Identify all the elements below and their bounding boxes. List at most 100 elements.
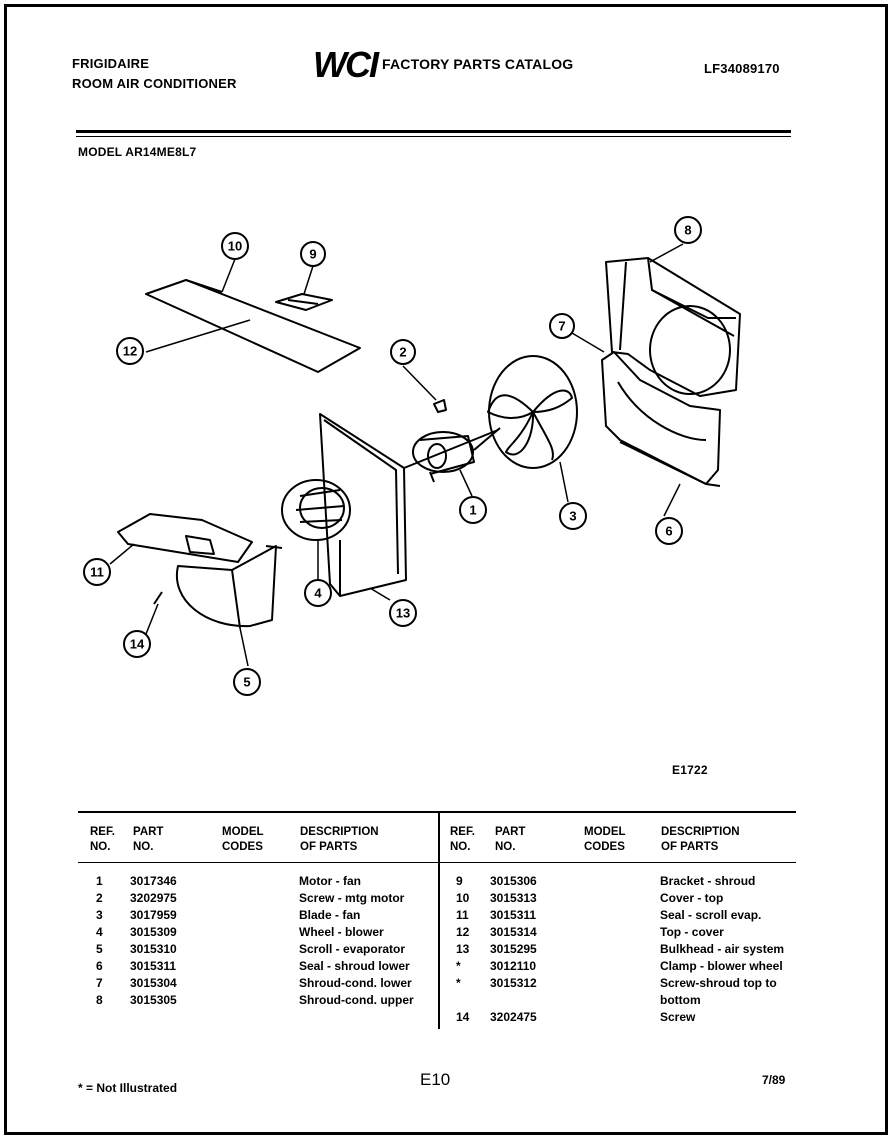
callout-4: 4 xyxy=(314,586,322,601)
part-fan-motor xyxy=(412,431,474,473)
brand-name: FRIGIDAIRE xyxy=(72,56,150,71)
table-row: 10 3015313 Cover - top xyxy=(0,890,896,907)
table-row: 7 3015304 Shroud-cond. lower xyxy=(0,975,896,992)
table-header-rule-right xyxy=(440,862,796,863)
description-cell: Screw-shroud top to xyxy=(660,976,777,990)
ref-cell: 13 xyxy=(456,942,470,956)
part-seal-scroll xyxy=(117,513,253,563)
callout-1: 1 xyxy=(469,503,476,518)
description-cell: Bulkhead - air system xyxy=(660,942,785,956)
header-rule xyxy=(76,130,791,133)
callout-3: 3 xyxy=(569,509,576,524)
part-scroll-evaporator xyxy=(175,545,277,628)
ref-cell: 7 xyxy=(96,976,103,990)
ref-cell: 12 xyxy=(456,925,470,939)
table-row: 12 3015314 Top - cover xyxy=(0,924,896,941)
part-shroud-lower xyxy=(601,351,721,485)
part-number-cell: 3015306 xyxy=(490,874,537,888)
ref-cell: 4 xyxy=(96,925,103,939)
part-bracket-shroud xyxy=(275,293,333,311)
page-border xyxy=(4,4,888,1135)
part-number-cell: 3015304 xyxy=(130,976,177,990)
part-bulkhead xyxy=(319,413,407,597)
part-shroud-upper xyxy=(605,257,741,397)
callout-13: 13 xyxy=(396,606,410,621)
description-cell: Seal - scroll evap. xyxy=(660,908,762,922)
part-number-cell: 3015305 xyxy=(130,993,177,1007)
part-number-cell: 3015314 xyxy=(490,925,537,939)
catalog-id: LF34089170 xyxy=(704,61,780,76)
table-column-divider xyxy=(438,813,440,1029)
model-label: MODEL AR14ME8L7 xyxy=(78,145,197,159)
ref-cell: 14 xyxy=(456,1010,470,1024)
part-number-cell: 3202475 xyxy=(490,1010,537,1024)
description-cell: Seal - shroud lower xyxy=(299,959,410,973)
ref-cell: 3 xyxy=(96,908,103,922)
part-screw xyxy=(153,591,163,605)
callout-12: 12 xyxy=(123,344,137,359)
header-ref: REF.NO. xyxy=(90,826,115,853)
description-cell: Motor - fan xyxy=(299,874,361,888)
description-cell: Shroud-cond. upper xyxy=(299,993,414,1007)
table-row: 5 3015310 Scroll - evaporator xyxy=(0,941,896,958)
description-cell: Clamp - blower wheel xyxy=(660,959,783,973)
part-screw-motor xyxy=(433,399,447,413)
callout-11: 11 xyxy=(90,565,104,580)
callout-10: 10 xyxy=(228,239,242,254)
callout-5: 5 xyxy=(243,675,250,690)
part-number-cell: 3015309 xyxy=(130,925,177,939)
description-cell: Top - cover xyxy=(660,925,724,939)
part-number-cell: 3015310 xyxy=(130,942,177,956)
description-cell: Bracket - shroud xyxy=(660,874,756,888)
page-number: E10 xyxy=(420,1070,451,1089)
table-row: * 3012110 Clamp - blower wheel xyxy=(0,958,896,975)
part-number-cell: 3202975 xyxy=(130,891,177,905)
description-cell: Cover - top xyxy=(660,891,724,905)
header-rule-thin xyxy=(76,136,791,137)
table-row: 6 3015311 Seal - shroud lower xyxy=(0,958,896,975)
ref-cell: 1 xyxy=(96,874,103,888)
part-number-cell: 3015311 xyxy=(130,959,177,973)
part-number-cell: 3015313 xyxy=(490,891,537,905)
description-cell: Screw - mtg motor xyxy=(299,891,405,905)
part-number-cell: 3012110 xyxy=(490,959,537,973)
callout-6: 6 xyxy=(665,524,672,539)
callout-14: 14 xyxy=(130,637,145,652)
part-number-cell: 3015312 xyxy=(490,976,537,990)
catalog-title: FACTORY PARTS CATALOG xyxy=(382,56,574,72)
callout-2: 2 xyxy=(399,345,406,360)
description-cell: Blade - fan xyxy=(299,908,361,922)
part-seal-shroud xyxy=(619,441,721,487)
table-row: bottom xyxy=(0,992,896,1009)
callout-7: 7 xyxy=(558,319,565,334)
ref-cell: 10 xyxy=(456,891,470,905)
ref-cell: 5 xyxy=(96,942,103,956)
description-cell: Wheel - blower xyxy=(299,925,384,939)
figure-code: E1722 xyxy=(672,763,708,777)
table-top-rule xyxy=(78,811,796,813)
table-header-rule-left xyxy=(78,862,438,863)
product-name: ROOM AIR CONDITIONER xyxy=(72,76,237,91)
part-top-cover xyxy=(145,279,361,373)
part-blower-wheel xyxy=(281,479,351,541)
exploded-parts-diagram: 10 9 12 2 7 8 1 3 6 11 4 13 14 5 xyxy=(83,216,741,696)
description-cell: Scroll - evaporator xyxy=(299,942,406,956)
ref-cell: 8 xyxy=(96,993,103,1007)
ref-cell: 6 xyxy=(96,959,103,973)
ref-cell: * xyxy=(456,959,461,973)
table-row: 1 3017346 Motor - fan xyxy=(0,873,896,890)
callout-9: 9 xyxy=(309,247,316,262)
description-cell: Shroud-cond. lower xyxy=(299,976,412,990)
part-number-cell: 3017346 xyxy=(130,874,177,888)
